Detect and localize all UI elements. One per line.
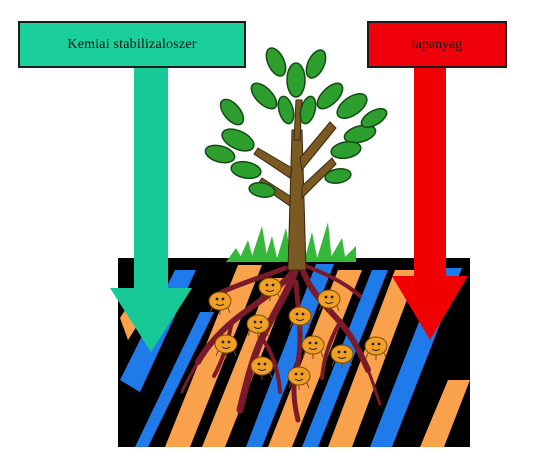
leaf (262, 45, 289, 79)
leaf (247, 79, 281, 113)
leaf (230, 160, 262, 181)
nutrient-label-text: tapanyag (412, 38, 463, 52)
nutrient-label: tapanyag (367, 21, 507, 68)
leaf (216, 95, 248, 128)
leaf (276, 95, 297, 126)
chemical-stabilizer-label-text: Kemiai stabilizaloszer (67, 38, 196, 52)
grass-blade (250, 226, 268, 262)
leaf (287, 63, 305, 97)
grass-blade (264, 236, 278, 262)
leaf (298, 95, 319, 126)
grass-blade (316, 222, 332, 262)
right-arrow-shaft (414, 68, 446, 278)
tree-icon (203, 45, 389, 270)
chemical-stabilizer-label: Kemiai stabilizaloszer (18, 21, 246, 68)
left-arrow-shaft (134, 68, 168, 290)
leaf (302, 47, 329, 81)
leaf (248, 181, 276, 199)
leaf (330, 140, 362, 161)
